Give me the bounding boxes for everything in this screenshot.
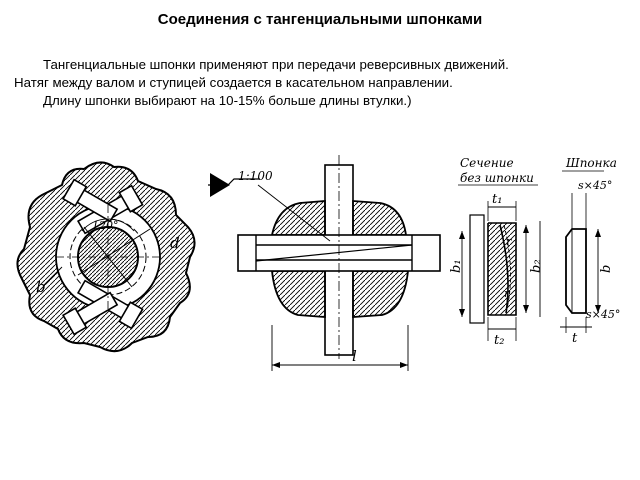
taper-arrow-icon [210,173,230,197]
hub-cross-section-view: 120° d b [16,161,196,353]
angle-arc [81,218,135,232]
key-top-left [62,178,119,223]
section-heading-line2: без шпонки [460,171,534,185]
angle-label: 120° [92,219,119,232]
description-line-2: Натяг между валом и ступицей создается в… [14,75,453,90]
taper-label: 1:100 [238,169,273,183]
taper-key-line [255,244,413,262]
t1-label: t₁ [492,192,502,207]
d-label: d [170,234,180,252]
r-top-label: r [506,235,512,248]
key-heading: Шпонка [565,156,617,170]
chamfer-bottom-label: s×45° [586,308,620,321]
key-bottom-left [62,291,119,336]
keyway-hatched [487,222,517,316]
slide-title: Соединения с тангенциальными шпонками [157,11,483,28]
longitudinal-section-view: 1:100 l [208,155,441,371]
description-paragraph: Тангенциальные шпонки применяют при пере… [14,56,634,110]
description-line-3: Длину шпонки выбирают на 10-15% больше д… [43,93,412,108]
r-bottom-label: r [504,287,510,300]
b2-label: b₂ [529,259,544,273]
hub-bottom-hatched [271,270,409,318]
t2-label: t₂ [494,333,504,348]
b-label-left: b [36,278,46,296]
description-line-1: Тангенциальные шпонки применяют при пере… [43,57,509,72]
l-label: l [352,347,357,365]
drawing-canvas: 120° d b 1:100 l Сечение без шпонки [16,155,620,371]
key-view: Шпонка s×45° b s×45° t [560,156,620,346]
key-b-label: b [599,265,614,273]
section-heading-line1: Сечение [460,156,514,170]
d-dimension-line [77,228,151,276]
keyway-section-view: Сечение без шпонки t₁ t₂ b₁ b₂ r r [449,156,544,348]
key-t-label: t [572,331,578,346]
chamfer-top-label: s×45° [578,179,612,192]
technical-drawing: 120° d b 1:100 l Сечение без шпонки [0,145,640,375]
b1-label: b₁ [449,259,464,273]
key-body [565,228,587,314]
